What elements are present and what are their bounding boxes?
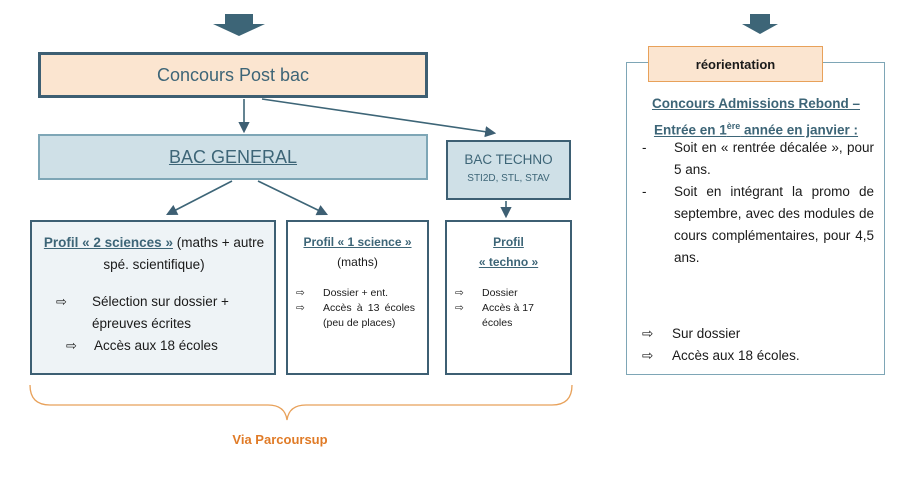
list-item: ⇨ Dossier <box>455 286 562 301</box>
dash-bullet: - <box>642 140 647 155</box>
arrow-general-2sciences <box>166 180 233 216</box>
list-item-text: Accès aux 18 écoles. <box>672 348 800 363</box>
reorientation-title-sup: ère <box>726 121 741 131</box>
profil-1-science-heading: Profil « 1 science » (maths) <box>296 232 419 272</box>
list-item-text: Sélection sur dossier + épreuves écrites <box>92 294 229 331</box>
arrow-icon: ⇨ <box>56 294 67 309</box>
arrow-icon: ⇨ <box>455 302 464 314</box>
reorientation-arrow-list: ⇨ Sur dossier ⇨ Accès aux 18 écoles. <box>642 323 876 367</box>
bac-techno-box: BAC TECHNO STI2D, STL, STAV <box>446 140 571 200</box>
list-item: ⇨ Accès à 17 écoles <box>455 301 562 331</box>
down-arrow-left <box>213 14 265 36</box>
profil-techno-title-line1: Profil <box>493 235 524 249</box>
profil-techno-list: ⇨ Dossier ⇨ Accès à 17 écoles <box>455 286 562 331</box>
profil-techno-title-line2: « techno » <box>478 255 539 269</box>
list-item-text: Soit en « rentrée décalée », pour 5 ans. <box>674 140 874 177</box>
list-item-text: Soit en intégrant la promo de septembre,… <box>674 184 874 265</box>
down-arrow-right <box>742 14 778 34</box>
reorientation-tag-label: réorientation <box>695 56 776 72</box>
arrow-icon: ⇨ <box>66 338 77 353</box>
profil-2-sciences-title: Profil « 2 sciences » <box>43 235 173 250</box>
bac-techno-sub: STI2D, STL, STAV <box>467 173 550 184</box>
list-item-text: Accès à 17 écoles <box>482 302 534 329</box>
arrow-icon: ⇨ <box>642 348 654 363</box>
arrow-icon: ⇨ <box>296 287 305 299</box>
list-item: ⇨ Accès aux 18 écoles. <box>642 345 876 367</box>
list-item: - Soit en intégrant la promo de septembr… <box>640 181 874 269</box>
via-parcoursup-label: Via Parcoursup <box>232 432 328 447</box>
reorientation-title-part2: année en janvier : <box>740 122 859 138</box>
dash-bullet: - <box>642 184 647 199</box>
bac-techno-label: BAC TECHNO <box>464 152 553 167</box>
profil-2-sciences-heading: Profil « 2 sciences » (maths + autre spé… <box>42 232 266 276</box>
arrow-general-1science <box>257 180 329 216</box>
profil-2-sciences-detail: (maths + autre spé. scientifique) <box>103 235 265 272</box>
list-item: ⇨ Sur dossier <box>642 323 876 345</box>
reorientation-box <box>626 62 885 375</box>
list-item: ⇨ Sélection sur dossier + épreuves écrit… <box>56 291 264 335</box>
arrow-postbac-techno <box>261 98 497 138</box>
reorientation-tag: réorientation <box>648 46 823 82</box>
profil-2-sciences-box: Profil « 2 sciences » (maths + autre spé… <box>30 220 276 375</box>
list-item-text: Sur dossier <box>672 326 741 341</box>
arrow-icon: ⇨ <box>455 287 464 299</box>
bac-general-box: BAC GENERAL <box>38 134 428 180</box>
arrow-icon: ⇨ <box>296 302 305 314</box>
reorientation-title-part1: Concours Admissions Rebond – Entrée en 1 <box>651 96 861 138</box>
list-item-text: Accès aux 18 écoles <box>94 338 218 353</box>
reorientation-bullets: - Soit en « rentrée décalée », pour 5 an… <box>640 137 874 269</box>
profil-1-science-detail: (maths) <box>337 255 378 269</box>
profil-techno-heading: Profil « techno » <box>451 232 566 272</box>
profil-1-science-box: Profil « 1 science » (maths) ⇨ Dossier +… <box>286 220 429 375</box>
profil-1-science-title: Profil « 1 science » <box>303 235 412 249</box>
reorientation-title: Concours Admissions Rebond – Entrée en 1… <box>636 93 876 142</box>
bac-general-label: BAC GENERAL <box>168 146 298 167</box>
parcoursup-brace <box>29 384 573 421</box>
list-item-text: Dossier + ent. <box>323 287 389 299</box>
profil-1-science-list: ⇨ Dossier + ent. ⇨ Accès à 13 écoles (pe… <box>296 286 415 331</box>
list-item: ⇨ Dossier + ent. <box>296 286 415 301</box>
list-item-text: Dossier <box>482 287 518 299</box>
list-item: ⇨ Accès à 13 écoles (peu de places) <box>296 301 415 331</box>
list-item: ⇨ Accès aux 18 écoles <box>66 335 264 357</box>
profil-techno-box: Profil « techno » ⇨ Dossier ⇨ Accès à 17… <box>445 220 572 375</box>
concours-post-bac-box: Concours Post bac <box>38 52 428 98</box>
list-item: - Soit en « rentrée décalée », pour 5 an… <box>640 137 874 181</box>
concours-post-bac-label: Concours Post bac <box>156 64 310 85</box>
list-item-text: Accès à 13 écoles (peu de places) <box>323 302 415 329</box>
arrow-icon: ⇨ <box>642 326 654 341</box>
profil-2-sciences-list: ⇨ Sélection sur dossier + épreuves écrit… <box>56 291 264 357</box>
